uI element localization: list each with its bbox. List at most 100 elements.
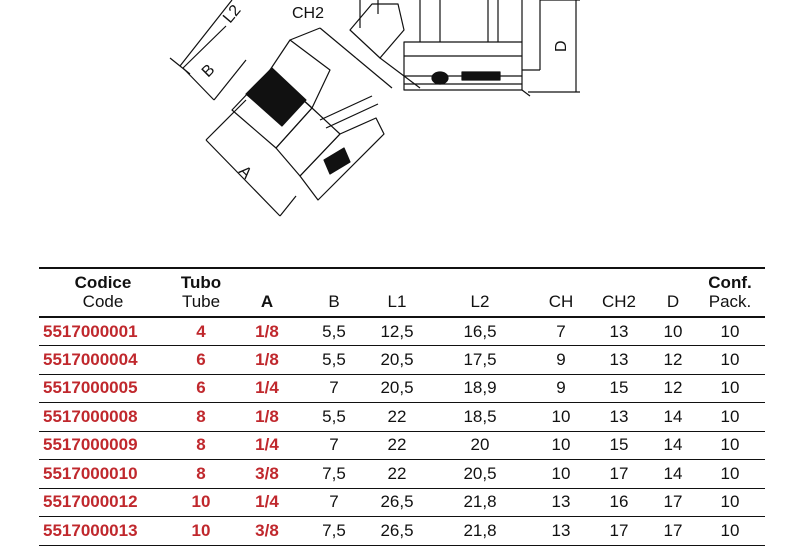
- cell-dim-ch2: 13: [587, 317, 651, 346]
- cell-dim-d: 12: [651, 345, 695, 375]
- header-dim-l2: L2: [425, 267, 535, 318]
- cell-dim-b: 5,5: [299, 317, 369, 346]
- cell-pack: 10: [695, 488, 765, 517]
- header-dim-ch2-label: CH2: [601, 292, 636, 311]
- cell-dim-l2: 18,9: [425, 374, 535, 403]
- cell-dim-d: 14: [651, 431, 695, 460]
- cell-dim-d: 17: [651, 516, 695, 546]
- cell-dim-ch: 7: [535, 317, 587, 346]
- cell-dim-b: 5,5: [299, 345, 369, 375]
- cell-dim-l1: 20,5: [369, 374, 425, 403]
- cell-dim-b: 7: [299, 374, 369, 403]
- header-tube-label: Tubo: [180, 273, 222, 292]
- cell-dim-b: 7,5: [299, 516, 369, 546]
- cell-dim-ch2: 16: [587, 488, 651, 517]
- label-d: D: [553, 40, 570, 52]
- cell-dim-d: 12: [651, 374, 695, 403]
- cell-dim-b: 7: [299, 431, 369, 460]
- cell-dim-l2: 17,5: [425, 345, 535, 375]
- fitting-threaded-body: [231, 27, 385, 201]
- header-thread-a: A: [235, 267, 299, 318]
- cell-tube: 8: [167, 431, 235, 460]
- cell-pack: 10: [695, 431, 765, 460]
- cell-tube: 6: [167, 345, 235, 375]
- cell-dim-ch: 9: [535, 345, 587, 375]
- header-dim-l2-label: L2: [470, 292, 490, 311]
- header-dim-l1: L1: [369, 267, 425, 318]
- cell-code: 5517000001: [39, 317, 167, 346]
- cell-tube: 8: [167, 402, 235, 432]
- header-dim-d: D: [651, 267, 695, 318]
- cell-dim-ch2: 13: [587, 402, 651, 432]
- cell-dim-l1: 26,5: [369, 516, 425, 546]
- cell-code: 5517000010: [39, 459, 167, 489]
- header-dim-b-label: B: [328, 292, 340, 311]
- cell-dim-b: 5,5: [299, 402, 369, 432]
- cell-dim-b: 7: [299, 488, 369, 517]
- cell-code: 5517000005: [39, 374, 167, 403]
- cell-dim-l2: 18,5: [425, 402, 535, 432]
- cell-thread-a: 1/4: [235, 488, 299, 517]
- header-dim-b: B: [299, 267, 369, 318]
- dimension-a: [205, 99, 297, 217]
- cell-dim-l2: 21,8: [425, 488, 535, 517]
- cell-thread-a: 3/8: [235, 459, 299, 489]
- header-pack: Conf.Pack.: [695, 267, 765, 318]
- cell-dim-l1: 22: [369, 402, 425, 432]
- cell-pack: 10: [695, 374, 765, 403]
- header-tube-sublabel: Tube: [181, 292, 221, 311]
- header-code-sublabel: Code: [82, 292, 124, 311]
- cell-dim-ch: 13: [535, 488, 587, 517]
- header-dim-d-label: D: [666, 292, 680, 311]
- cell-thread-a: 1/8: [235, 402, 299, 432]
- cell-pack: 10: [695, 516, 765, 546]
- cell-dim-ch2: 15: [587, 431, 651, 460]
- cell-tube: 6: [167, 374, 235, 403]
- label-a: A: [235, 163, 255, 183]
- cell-dim-l1: 12,5: [369, 317, 425, 346]
- header-code-label: Codice: [74, 273, 132, 292]
- header-dim-ch2: CH2: [587, 267, 651, 318]
- cell-dim-ch: 10: [535, 402, 587, 432]
- cell-dim-l1: 22: [369, 459, 425, 489]
- cell-thread-a: 1/8: [235, 317, 299, 346]
- cell-tube: 8: [167, 459, 235, 489]
- cell-dim-ch: 9: [535, 374, 587, 403]
- cell-code: 5517000013: [39, 516, 167, 546]
- cell-dim-l2: 16,5: [425, 317, 535, 346]
- cell-dim-l1: 26,5: [369, 488, 425, 517]
- fitting-technical-drawing: L2 CH2 B A D: [169, 0, 580, 217]
- cell-dim-ch: 10: [535, 431, 587, 460]
- label-b: B: [199, 61, 219, 81]
- cell-thread-a: 1/4: [235, 374, 299, 403]
- label-l2: L2: [220, 2, 245, 27]
- cell-dim-ch: 13: [535, 516, 587, 546]
- cell-code: 5517000009: [39, 431, 167, 460]
- header-pack-label: Conf.: [708, 273, 752, 292]
- cell-code: 5517000008: [39, 402, 167, 432]
- cell-pack: 10: [695, 459, 765, 489]
- cell-tube: 10: [167, 488, 235, 517]
- cell-pack: 10: [695, 345, 765, 375]
- cell-dim-l1: 20,5: [369, 345, 425, 375]
- cell-dim-ch2: 13: [587, 345, 651, 375]
- cell-code: 5517000004: [39, 345, 167, 375]
- dimension-b: [182, 25, 247, 101]
- header-dim-l1-label: L1: [387, 292, 407, 311]
- cell-thread-a: 1/4: [235, 431, 299, 460]
- label-ch2: CH2: [292, 5, 324, 22]
- cell-thread-a: 1/8: [235, 345, 299, 375]
- cell-dim-l1: 22: [369, 431, 425, 460]
- cell-pack: 10: [695, 317, 765, 346]
